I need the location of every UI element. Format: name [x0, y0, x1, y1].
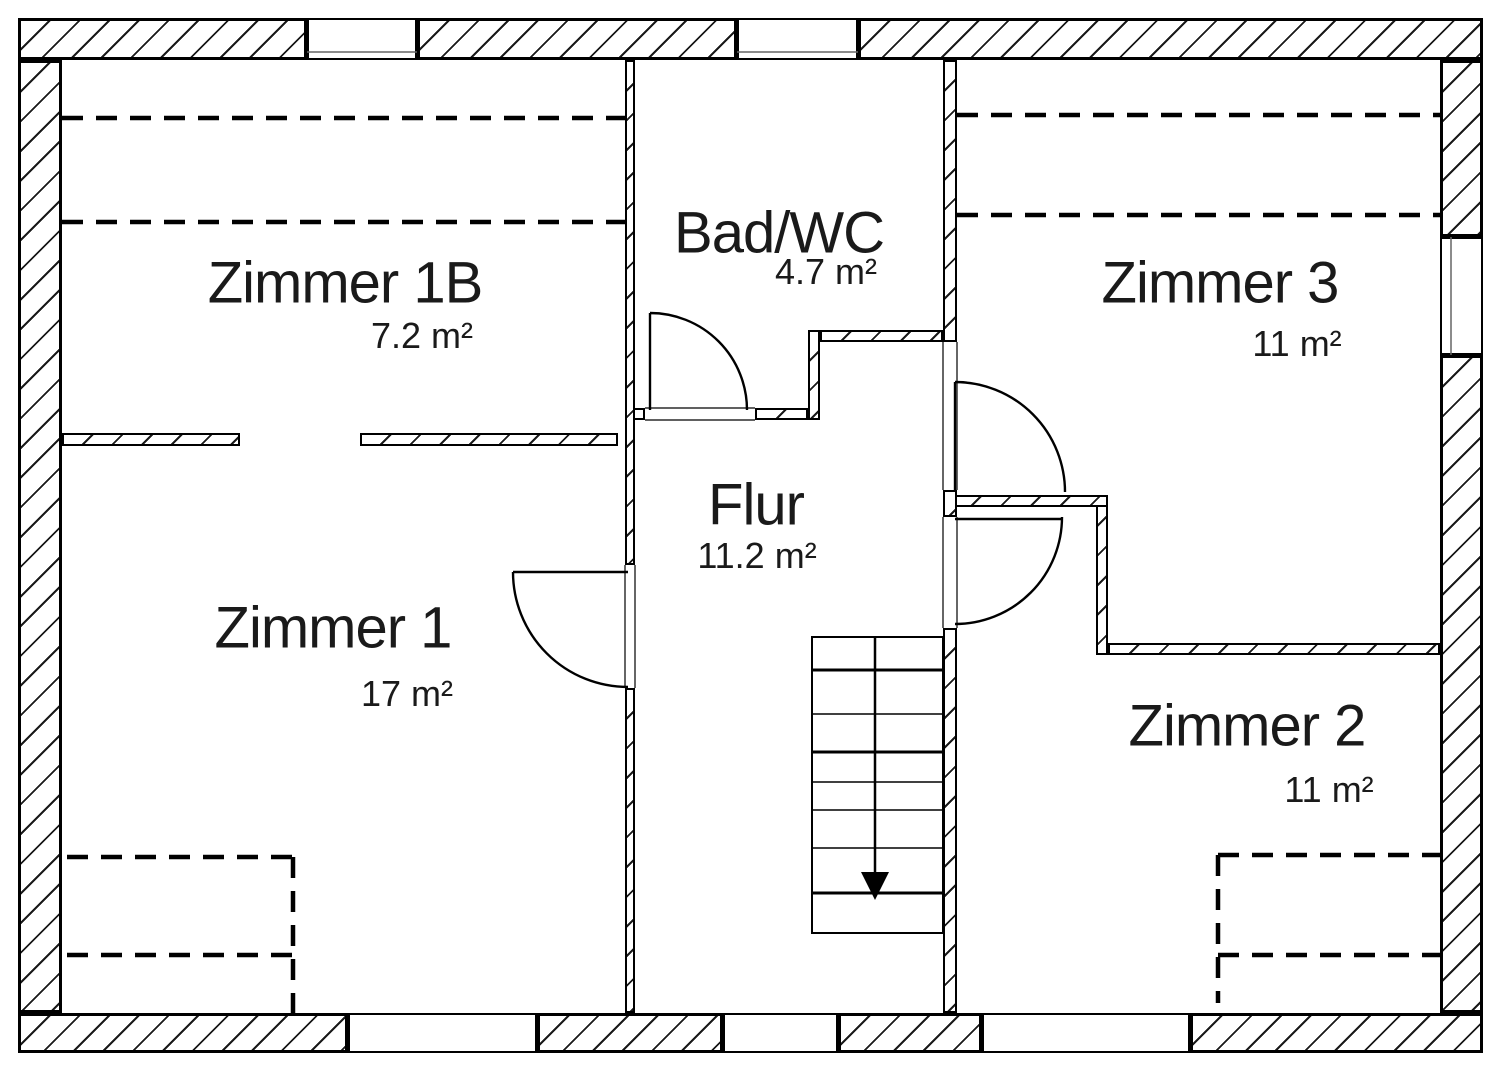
room-label-zimmer-1: Zimmer 1 [214, 595, 453, 661]
room-label-zimmer-2: Zimmer 2 [1128, 693, 1367, 759]
exterior-wall-segment [537, 1013, 723, 1053]
exterior-wall-segment [858, 18, 1483, 60]
interior-wall-segment [62, 433, 240, 446]
interior-wall-segment [808, 330, 820, 420]
interior-wall-segment [755, 408, 808, 420]
room-area-zimmer-3: 11 m² [1252, 323, 1342, 364]
interior-wall-segment [1096, 495, 1108, 655]
window [982, 1013, 1190, 1053]
exterior-wall-segment [1440, 355, 1483, 1013]
interior-wall-segment [360, 433, 618, 446]
interior-wall-segment [625, 688, 635, 1013]
exterior-wall-segment [838, 1013, 982, 1053]
exterior-wall-segment [1190, 1013, 1483, 1053]
window [307, 18, 417, 60]
window [1440, 237, 1483, 355]
room-area-zimmer-2: 11 m² [1284, 769, 1374, 810]
interior-wall-segment [943, 628, 957, 1013]
staircase [811, 636, 944, 934]
interior-wall-segment [1108, 643, 1440, 655]
exterior-wall-segment [18, 60, 62, 1013]
room-label-zimmer-3: Zimmer 3 [1101, 250, 1340, 316]
exterior-wall-segment [1440, 60, 1483, 237]
interior-wall-segment [943, 490, 957, 517]
exterior-wall-segment [18, 1013, 348, 1053]
room-area-bad-wc: 4.7 m² [774, 251, 878, 292]
door-zimmer-3 [953, 380, 1067, 493]
window [723, 1013, 838, 1053]
stair-direction-arrow [861, 637, 889, 900]
interior-wall-segment [950, 495, 1108, 507]
window [737, 18, 858, 60]
room-label-bad-wc: Bad/WC [674, 200, 885, 266]
room-area-flur: 11.2 m² [697, 535, 817, 576]
room-label-flur: Flur [708, 472, 805, 538]
door-bad-wc [648, 311, 749, 411]
door-zimmer-2 [954, 516, 1064, 626]
interior-wall-segment [943, 60, 957, 342]
room-area-zimmer-1b: 7.2 m² [370, 315, 474, 356]
interior-wall-segment [820, 330, 943, 342]
exterior-wall-segment [417, 18, 737, 60]
room-area-zimmer-1: 17 m² [360, 673, 454, 714]
window [348, 1013, 537, 1053]
door-zimmer-1 [511, 570, 629, 689]
room-label-zimmer-1b: Zimmer 1B [207, 250, 484, 316]
exterior-wall-segment [18, 18, 307, 60]
interior-wall-segment [625, 60, 635, 565]
